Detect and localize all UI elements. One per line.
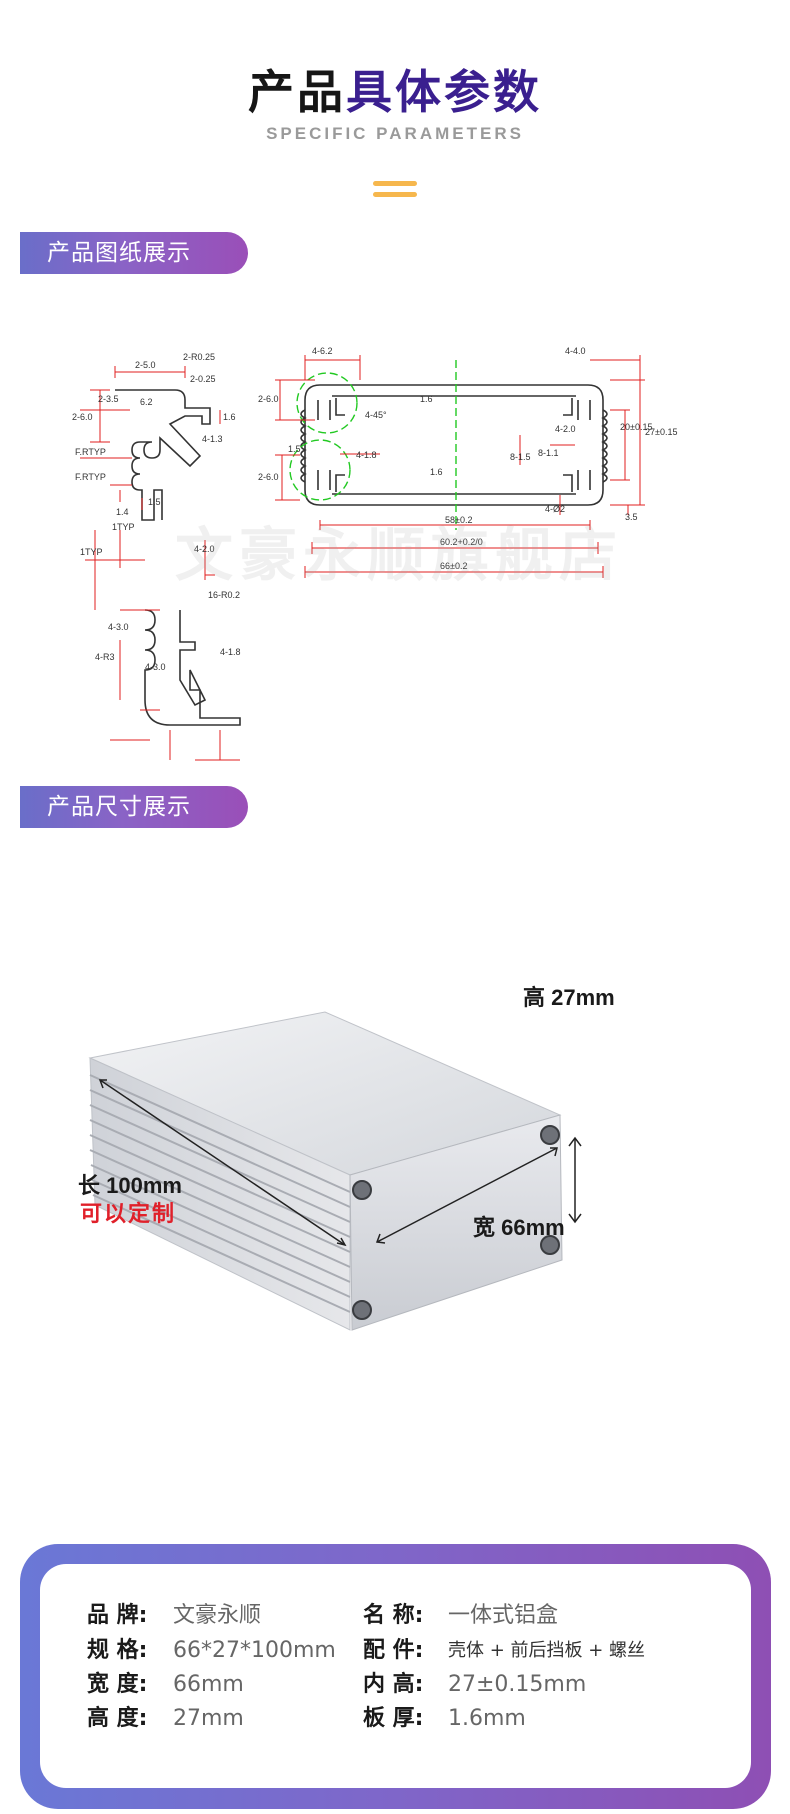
spec-val-name: 一体式铝盒 [448,1603,559,1628]
dim-lines-main [275,355,645,578]
dim-text-m-13: 20±0.15 [620,422,652,432]
spec-panel-inner: 品 牌: 文豪永顺 名 称: 一体式铝盒 规 格: 66*27*100mm 配 … [40,1564,751,1788]
title-decoration [373,181,417,199]
dim-text-lb-5: 4-R3 [95,652,115,662]
spec-val-spec: 66*27*100mm [173,1638,336,1663]
detail-bottom-profile [144,609,241,726]
spec-key-width: 宽 度: [87,1672,148,1697]
spec-row-2: 规 格: 66*27*100mm 配 件: 壳体 + 前后挡板 + 螺丝 [40,1634,751,1668]
page-subtitle: SPECIFIC PARAMETERS [266,124,524,143]
spec-row-3: 宽 度: 66mm 内 高: 27±0.15mm [40,1668,751,1702]
title-part-1: 产品 [248,65,346,119]
spec-key-height: 高 度: [87,1706,148,1731]
dim-text-lt-1: 2-5.0 [135,360,156,370]
dim-text-lt-5: 1.6 [223,412,236,422]
dim-text-m-15: 3.5 [625,512,638,522]
dim-text-lb-2: 4-2.0 [194,544,215,554]
section-inner-frame [332,395,576,495]
detail-circle-bottom [289,439,351,501]
dim-text-m-12: 4-Ø2 [545,504,565,514]
dim-text-lt-2: 2-0.25 [190,374,216,384]
dim-text-lt-4: 6.2 [140,397,153,407]
dim-text-lt-3: 2-3.5 [98,394,119,404]
spec-val-accessories: 壳体 + 前后挡板 + 螺丝 [448,1640,646,1661]
dimension-arrows [98,1079,582,1247]
dim-text-m-11: 2-6.0 [258,472,279,482]
watermark: 文豪永顺旗舰店 [175,521,624,589]
spec-val-height: 27mm [173,1706,244,1731]
spec-val-width: 66mm [173,1672,244,1697]
dim-text-lb-4: 4-3.0 [108,622,129,632]
dim-text-m-9: 8-1.1 [538,448,559,458]
section-slots-left [317,398,345,492]
spec-key-name: 名 称: [363,1603,424,1628]
spec-key-spec: 规 格: [87,1638,148,1663]
section-slots-right [563,398,591,492]
dim-text-m-16: 58±0.2 [445,515,472,525]
section-right-fins [601,409,608,483]
technical-drawing: 2-R0.25 2-5.0 2-0.25 2-3.5 6.2 1.6 2-6.0… [72,346,677,761]
dim-text-lb-7: 4-1.8 [220,647,241,657]
width-label: 宽 66mm [473,1215,565,1240]
spec-key-accessories: 配 件: [363,1638,424,1663]
dim-text-m-4: 4-45° [365,410,387,420]
spec-row-1: 品 牌: 文豪永顺 名 称: 一体式铝盒 [40,1599,751,1633]
section-label-size: 产品尺寸展示 [20,786,248,828]
dim-text-m-17: 60.2+0.2/0 [440,537,483,547]
detail-circle-top [296,372,358,434]
dim-text-m-0: 4-6.2 [312,346,333,356]
spec-panel: 品 牌: 文豪永顺 名 称: 一体式铝盒 规 格: 66*27*100mm 配 … [20,1544,771,1809]
box-screws [352,1125,560,1320]
dim-text-m-3: 1.6 [420,394,433,404]
spec-key-inner-height: 内 高: [363,1672,424,1697]
dim-text-m-5: 4-2.0 [555,424,576,434]
height-label: 高 27mm [523,985,615,1010]
length-label: 长 100mm [78,1173,182,1198]
dim-text-m-7: 4-1.8 [356,450,377,460]
spec-key-thickness: 板 厚: [363,1706,424,1731]
page-title: 产品具体参数 [0,62,790,122]
dim-text-lt-6: 2-6.0 [72,412,93,422]
dim-text-lt-7: 4-1.3 [202,434,223,444]
spec-val-thickness: 1.6mm [448,1706,526,1731]
dim-text-m-18: 66±0.2 [440,561,467,571]
spec-val-inner-height: 27±0.15mm [448,1672,587,1697]
dim-text-lb-1: 1TYP [80,547,103,557]
dim-text-lt-9: F.RTYP [75,472,106,482]
dim-text-lb-6: 4-3.0 [145,662,166,672]
dim-lines-left-bottom [85,530,240,761]
dim-lines-left-top [80,366,221,510]
dim-text-m-2: 2-6.0 [258,394,279,404]
dim-text-lb-0: 1TYP [112,522,135,532]
dim-text-m-10: 1.6 [430,467,443,477]
title-part-2: 具体参数 [346,65,542,119]
dim-text-m-14: 27±0.15 [645,427,677,437]
box-front-face [349,1114,563,1331]
product-image [88,1011,582,1331]
dim-text-m-6: 1.5 [288,444,301,454]
spec-val-brand: 文豪永顺 [173,1603,262,1628]
spec-row-4: 高 度: 27mm 板 厚: 1.6mm [40,1702,751,1736]
dim-text-m-1: 4-4.0 [565,346,586,356]
dim-text-lt-10: 1.4 [116,507,129,517]
section-outer-frame [304,384,604,506]
dim-text-m-8: 8-1.5 [510,452,531,462]
dim-text-lt-8: F.RTYP [75,447,106,457]
section-label-drawing: 产品图纸展示 [20,232,248,274]
dim-text-lt-11: 1.5 [148,497,161,507]
dim-text-lt-0: 2-R0.25 [183,352,215,362]
spec-key-brand: 品 牌: [87,1603,148,1628]
box-side-fins [89,1074,351,1313]
dim-text-lb-3: 16-R0.2 [208,590,240,600]
custom-label: 可以定制 [80,1202,177,1227]
detail-top-profile [115,389,211,521]
